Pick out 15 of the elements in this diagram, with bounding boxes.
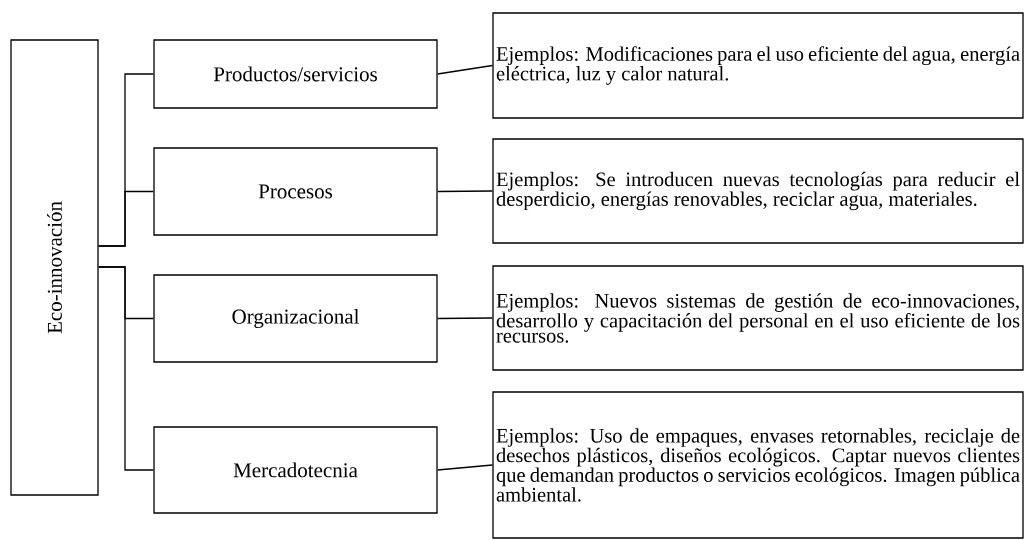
connector [98, 190, 154, 247]
connector [437, 464, 493, 471]
example-box: Ejemplos: Se introducen nuevas tecnologías para reducir el desperdicio, energías renovables, reciclar agua, materiales. [492, 138, 1024, 244]
category-box: Productos/servicios [153, 39, 438, 109]
example-box: Ejemplos: Modificaciones para el uso eficiente del agua, energía eléctrica, luz y calor natural. [492, 12, 1024, 119]
connector [437, 64, 493, 75]
category-box: Mercadotecnia [153, 426, 438, 514]
root-box: Eco-innovación [10, 39, 99, 496]
connector [437, 190, 493, 193]
example-box: Ejemplos: Uso de empaques, envases retornables, reciclaje de desechos plásticos, diseños ecológicos. Captar nuevos clientes que demandan productos o servicios ecológicos. Imagen pública ambiental. [492, 391, 1024, 539]
category-box: Procesos [153, 147, 438, 236]
category-box: Organizacional [153, 274, 438, 363]
connector [437, 317, 493, 320]
connector [98, 266, 154, 471]
example-box: Ejemplos: Nuevos sistemas de gestión de eco-innovaciones, desarrollo y capacitación del personal en el uso eficiente de los recursos. [492, 265, 1024, 371]
